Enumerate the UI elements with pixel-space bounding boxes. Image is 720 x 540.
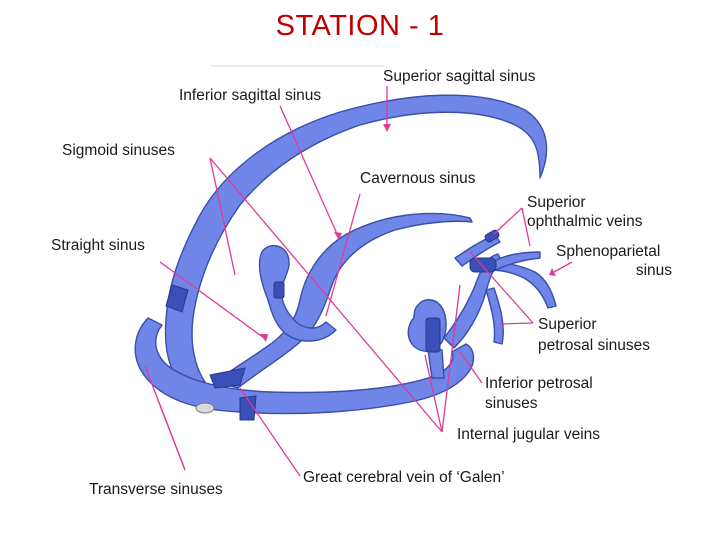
pointer-sphenoparietal (553, 261, 573, 273)
label-great-cerebral-vein: Great cerebral vein of ‘Galen’ (303, 469, 505, 486)
pointer-straight (159, 261, 265, 339)
pointer-transverse-2 (157, 399, 186, 471)
label-inferior-petrosal-sinuses-line1: Inferior petrosal (485, 375, 593, 392)
internal-jugular-right-shape (427, 349, 445, 379)
pointer-galen (239, 387, 301, 477)
arrowhead-straight (260, 334, 268, 342)
sigmoid-dark-shape (165, 284, 189, 313)
label-sphenoparietal-sinus-line1: Sphenoparietal (556, 243, 661, 260)
pointer-jugular-1 (424, 354, 443, 433)
galen-dark-shape (273, 281, 285, 299)
arrowhead-sphenoparietal (549, 268, 556, 276)
confluence-ellipse (195, 402, 215, 414)
label-transverse-sinuses: Transverse sinuses (89, 481, 223, 498)
pointer-jugular-2 (441, 284, 461, 433)
pointer-inferior-petrosal (459, 351, 483, 384)
label-superior-ophthalmic-veins-line1: Superior (527, 194, 586, 211)
pointer-inferior-sagittal (279, 105, 339, 237)
label-inferior-sagittal-sinus: Inferior sagittal sinus (179, 87, 322, 104)
pointer-ophthalmic-2 (521, 207, 531, 247)
pointer-superior-petrosal-2 (469, 251, 534, 324)
cavernous-sinus-dark-shape (469, 257, 497, 273)
label-sphenoparietal-sinus-line2: sinus (635, 262, 672, 279)
label-inferior-petrosal-sinuses-line2: sinuses (485, 395, 538, 412)
label-straight-sinus: Straight sinus (51, 237, 145, 254)
great-cerebral-vein-shape (258, 245, 337, 342)
superior-petrosal-right-shape (485, 287, 504, 345)
pointer-sigmoid-2 (209, 157, 443, 433)
sphenoparietal-upper-shape (491, 251, 541, 271)
jugular-dark-shape (425, 317, 441, 353)
transverse-dark-shape (239, 395, 257, 421)
arrowhead-superior-sagittal (383, 124, 391, 132)
arrowhead-inferior-sagittal (334, 232, 342, 240)
pointer-superior-petrosal-1 (499, 322, 534, 325)
label-superior-sagittal-sinus: Superior sagittal sinus (383, 68, 536, 85)
pointer-cavernous (325, 193, 361, 317)
label-superior-petrosal-sinuses-line1: Superior (538, 316, 597, 333)
label-internal-jugular-veins: Internal jugular veins (457, 426, 601, 443)
confluence-dark-shape (209, 367, 246, 389)
page-title: STATION - 1 (275, 10, 445, 42)
label-superior-ophthalmic-veins-line2: ophthalmic veins (527, 213, 643, 230)
pointer-sigmoid-1 (209, 157, 236, 276)
label-sigmoid-sinuses: Sigmoid sinuses (62, 142, 175, 159)
label-superior-petrosal-sinuses-line2: petrosal sinuses (538, 337, 651, 354)
label-cavernous-sinus: Cavernous sinus (360, 170, 476, 187)
pointer-lines (144, 86, 573, 477)
pointer-ophthalmic-1 (493, 207, 523, 235)
